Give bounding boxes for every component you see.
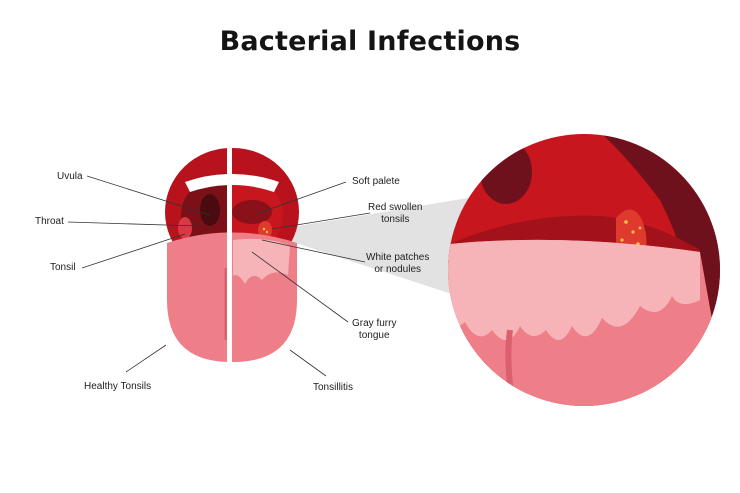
throat-leader [67,221,199,227]
healthy-tonsil [178,217,192,239]
tonsillitis-throat [232,200,272,224]
gray-furry-line-1: Gray furry [352,318,397,329]
healthy-tonsils-label: Healthy Tonsils [84,381,152,392]
mouth-healthy-illustration [165,148,227,362]
tonsillitis-leader [289,349,327,377]
healthy-upper-teeth [185,174,227,192]
white-patches-line-1: White patches [366,252,430,263]
white-patches-leader [261,239,366,263]
healthy-tongue [167,232,227,362]
tonsillitis-label: Tonsillitis [313,382,354,393]
red-swollen-tonsil [258,221,272,239]
tonsil-leader [81,233,186,269]
red-swollen-line-1: Red swollen [368,202,423,213]
magnified-tongue-groove [505,329,515,401]
tonsil-label: Tonsil [50,262,76,273]
soft-palete-leader [255,181,347,215]
red-swollen-tonsils-leader [271,212,371,230]
uvula-label: Uvula [57,171,83,182]
healthy-tonsils-leader [125,344,167,373]
magnified-white-patches [448,239,700,340]
white-patches-line-2: or nodules [374,264,422,275]
healthy-uvula [200,194,220,226]
red-swollen-line-2: tonsils [381,214,410,225]
gray-furry-line-2: tongue [358,330,390,341]
pus-spot [262,227,266,231]
throat-label: Throat [35,216,64,227]
gray-furry-tongue-label: Gray furry tongue [352,318,396,342]
white-patches-label: White patches or nodules [366,252,429,276]
gray-furry-tongue-leader [251,251,349,323]
pus-spot [265,230,269,234]
soft-palete-label: Soft palete [352,176,400,187]
page-title: Bacterial Infections [219,26,521,57]
magnified-uvula [480,140,532,204]
uvula-leader [86,175,211,216]
tonsillitis-upper-teeth [232,174,279,192]
magnified-throat-illustration [448,134,720,406]
red-swollen-tonsils-label: Red swollen tonsils [368,202,422,226]
zoom-beam [262,198,470,300]
leader-lines [67,175,371,377]
gray-furry-coating [233,238,290,284]
